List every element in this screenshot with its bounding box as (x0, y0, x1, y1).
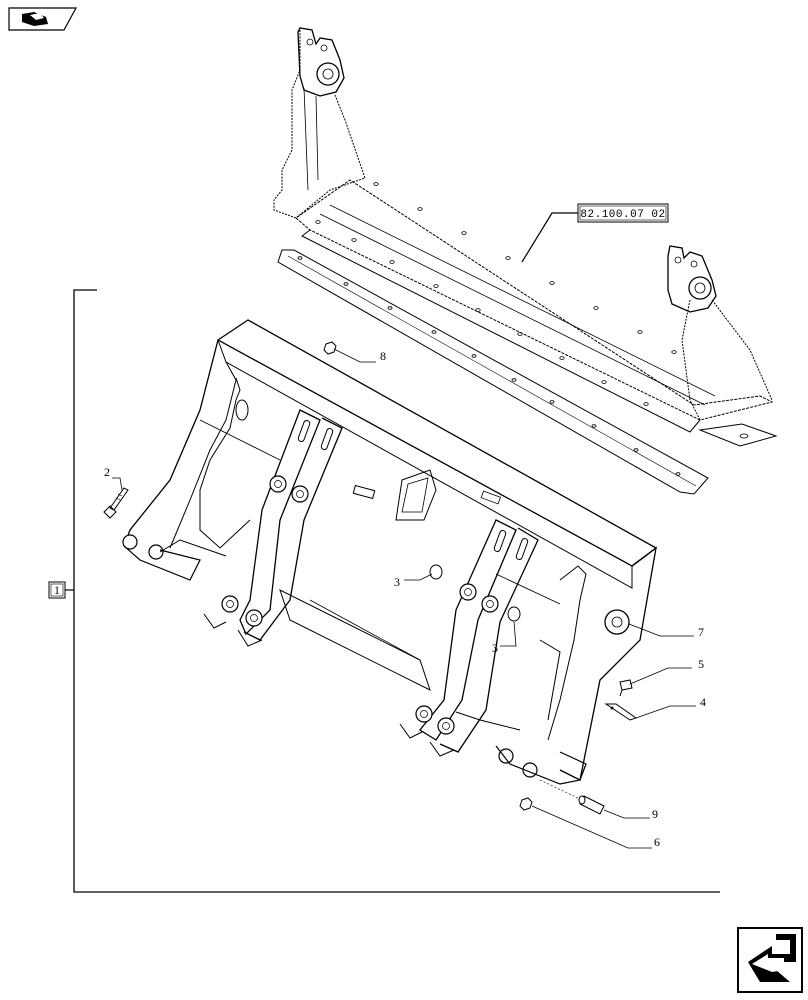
quick-attach-bucket-drawing (122, 319, 658, 785)
bolt-part (103, 487, 129, 519)
callout-7[interactable]: 7 (698, 625, 704, 639)
wedge-pin-part (604, 703, 638, 721)
next-page-arrow-icon[interactable] (737, 927, 803, 993)
callout-6[interactable]: 6 (654, 835, 660, 849)
callout-3b[interactable]: 3 (492, 641, 498, 655)
reference-label: 82.100.07 02 (580, 209, 665, 221)
callout-9[interactable]: 9 (652, 807, 658, 821)
callout-5[interactable]: 5 (698, 657, 704, 671)
assembly-label: 1 (54, 583, 60, 597)
assembly-bracket (73, 289, 720, 893)
nut-part-6 (519, 797, 533, 811)
linch-pin-part (619, 679, 633, 697)
reference-label-box[interactable]: 82.100.07 02 (577, 203, 669, 223)
reference-bucket-drawing (273, 27, 778, 495)
back-nav-badge[interactable] (8, 7, 78, 31)
reference-leader-line (521, 212, 578, 263)
callout-2[interactable]: 2 (104, 465, 110, 479)
pin-part (539, 779, 605, 815)
callout-4[interactable]: 4 (700, 695, 706, 709)
callout-leaders (112, 348, 696, 849)
callout-8[interactable]: 8 (380, 349, 386, 363)
nut-part-8 (323, 341, 337, 355)
book-hand-icon (22, 12, 48, 26)
callout-3a[interactable]: 3 (394, 575, 400, 589)
assembly-callout-box[interactable]: 1 (48, 581, 66, 599)
